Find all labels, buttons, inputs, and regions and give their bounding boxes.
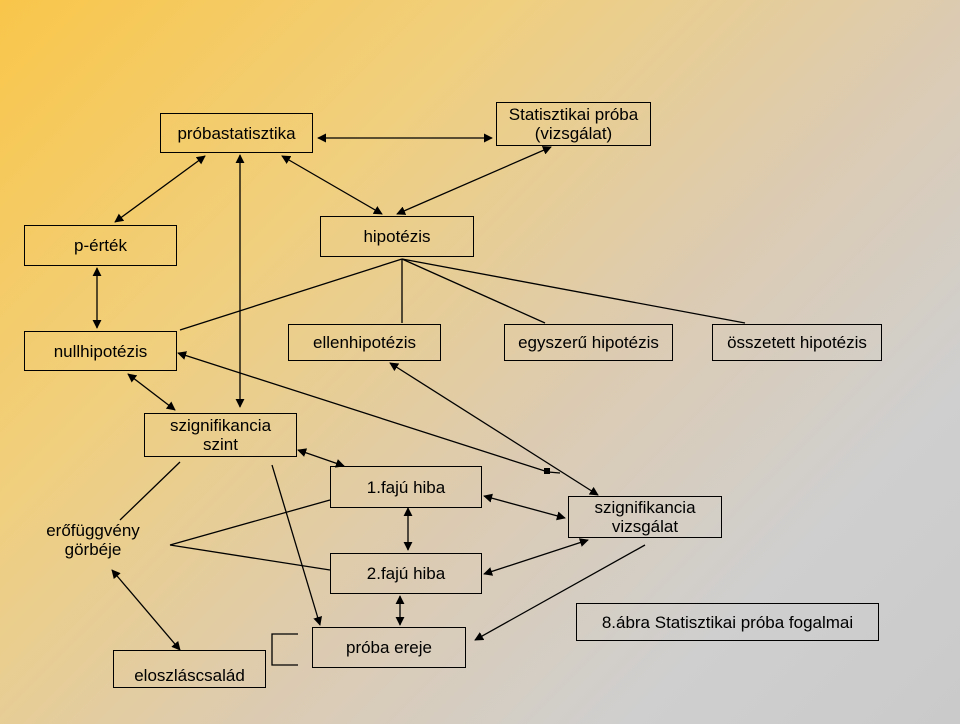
node-p-ertek: p-érték <box>24 225 177 266</box>
node-masodik-faju-hiba: 2.fajú hiba <box>330 553 482 594</box>
link-eloszlas-erej <box>271 633 298 666</box>
link-ero-hiba1 <box>169 499 331 546</box>
node-hipotezis: hipotézis <box>320 216 474 257</box>
link-hiba2-szignvizsg <box>483 538 589 576</box>
link-hiba1-szignvizsg <box>483 493 566 521</box>
link-probastat-pertek <box>114 155 206 223</box>
node-elso-faju-hiba: 1.fajú hiba <box>330 466 482 508</box>
node-probastatisztika: próbastatisztika <box>160 113 313 153</box>
figure-caption: 8.ábra Statisztikai próba fogalmai <box>576 603 879 641</box>
link-hipotezis-egyszeru <box>401 258 546 324</box>
node-szignifikancia-szint: szignifikancia szint <box>144 413 297 457</box>
node-osszetett-hipotezis: összetett hipotézis <box>712 324 882 361</box>
link-ero-hiba2 <box>169 544 331 571</box>
link-szignszint-hiba1 <box>297 448 345 468</box>
link-szignszint-ero <box>119 461 181 521</box>
link-null-szignszint <box>127 373 176 411</box>
link-hipotezis-osszetett <box>401 258 746 324</box>
link-ellen-szignvizsg <box>389 362 599 496</box>
link-szignszint-erej <box>271 464 322 626</box>
link-probastat-hipotezis <box>281 155 383 215</box>
node-egyszeru-hipotezis: egyszerű hipotézis <box>504 324 673 361</box>
node-szignifikancia-vizsgalat: szignifikancia vizsgálat <box>568 496 722 538</box>
link-ero-eloszlas <box>111 569 181 651</box>
node-ellenhipotezis: ellenhipotézis <box>288 324 441 361</box>
node-eloszlascsalad: eloszláscsalád <box>113 650 266 688</box>
node-erofuggveny-gorbeje: erőfüggvény görbéje <box>46 521 140 559</box>
link-erej-szignvizsg <box>474 544 646 641</box>
node-nullhipotezis: nullhipotézis <box>24 331 177 371</box>
node-proba-ereje: próba ereje <box>312 627 466 668</box>
node-statisztikai-proba: Statisztikai próba (vizsgálat) <box>496 102 651 146</box>
link-statproba-hipotezis <box>396 146 552 215</box>
link-hipotezis-null <box>179 258 403 331</box>
